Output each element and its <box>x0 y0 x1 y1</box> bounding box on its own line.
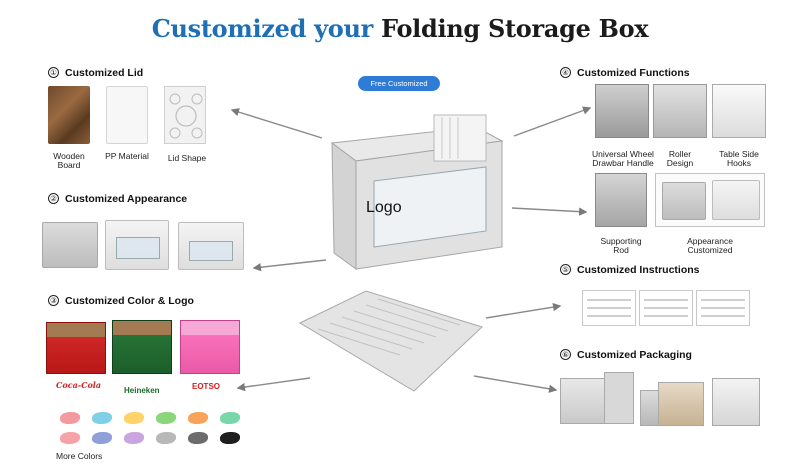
color-swatch <box>220 412 240 424</box>
caption-roller-design: Roller Design <box>666 149 694 168</box>
more-colors-label: More Colors <box>56 451 103 461</box>
section-number: ① <box>48 67 59 78</box>
table-side-hooks-image <box>712 84 766 138</box>
wooden-board-image <box>48 86 90 144</box>
gray-box <box>662 182 706 220</box>
lid-shape-image <box>164 86 206 144</box>
caption-supporting-rod: Supporting Rod <box>600 236 642 255</box>
section-title: Customized Packaging <box>577 349 692 361</box>
main-lid-drawing <box>298 290 483 392</box>
section-customized-color-logo: ③ Customized Color & Logo <box>48 295 194 307</box>
box-lid <box>47 323 105 337</box>
main-folding-box-image: Logo <box>326 113 506 273</box>
section-title: Customized Instructions <box>577 264 700 276</box>
brand-coca-cola: Coca-Cola <box>56 380 102 390</box>
section-number: ③ <box>48 295 59 306</box>
caption-lid-shape: Lid Shape <box>167 153 207 163</box>
color-swatch <box>60 432 80 444</box>
page-title: Customized your Folding Storage Box <box>0 14 800 43</box>
box-window <box>116 237 160 259</box>
white-box <box>712 180 760 220</box>
main-box-logo-text: Logo <box>366 199 402 216</box>
section-title: Customized Functions <box>577 67 690 79</box>
title-part-2: Folding Storage Box <box>381 14 649 43</box>
section-number: ④ <box>560 67 571 78</box>
packaging-white-box <box>712 378 760 426</box>
packaging-kraft-box <box>658 382 704 426</box>
section-customized-instructions: ⑤ Customized Instructions <box>560 264 700 276</box>
section-number: ⑤ <box>560 264 571 275</box>
main-lid-image <box>296 285 486 395</box>
section-title: Customized Color & Logo <box>65 295 194 307</box>
color-swatch <box>92 432 112 444</box>
color-swatch <box>60 412 80 424</box>
color-swatch <box>156 432 176 444</box>
arrow-to-appearance <box>252 259 327 272</box>
color-swatch <box>188 432 208 444</box>
arrow-to-functions <box>513 106 592 137</box>
section-customized-packaging: ⑥ Customized Packaging <box>560 349 692 361</box>
main-box-drawing <box>330 114 504 270</box>
arrow-to-instructions <box>485 302 562 319</box>
arrow-to-packaging <box>473 375 558 393</box>
section-customized-appearance: ② Customized Appearance <box>48 193 187 205</box>
caption-table-side-hooks: Table Side Hooks <box>719 149 759 168</box>
caption-universal-wheel: Universal Wheel Drawbar Handle <box>592 149 654 168</box>
color-swatch <box>124 432 144 444</box>
supporting-rod-image <box>595 173 647 227</box>
appearance-customized-image <box>655 173 765 227</box>
coca-cola-box-image <box>46 322 106 374</box>
title-part-1: Customized your <box>151 14 374 43</box>
box-window <box>189 241 233 261</box>
section-customized-functions: ④ Customized Functions <box>560 67 690 79</box>
appearance-gray-box-image <box>42 222 98 268</box>
box-lid <box>113 321 171 335</box>
brand-eotso: EOTSO <box>192 382 221 391</box>
pp-material-image <box>106 86 148 144</box>
appearance-white-wheeled-box-image <box>105 220 169 270</box>
arrow-to-functions-2 <box>511 207 588 216</box>
brand-heineken: Heineken <box>124 386 160 395</box>
instruction-sheet <box>582 290 636 326</box>
appearance-open-box-image <box>178 222 244 270</box>
arrow-to-lid <box>230 108 323 139</box>
section-title: Customized Appearance <box>65 193 188 205</box>
universal-wheel-drawbar-image <box>595 84 649 138</box>
caption-appearance-customized: Appearance Customized <box>687 236 733 255</box>
free-customized-badge: Free Customized <box>358 76 440 91</box>
color-swatch <box>188 412 208 424</box>
arrow-to-color-logo <box>236 377 311 392</box>
color-swatch <box>92 412 112 424</box>
lid-shape-pattern <box>169 93 203 139</box>
box-lid <box>181 321 239 335</box>
color-swatch <box>124 412 144 424</box>
section-number: ② <box>48 193 59 204</box>
caption-pp-material: PP Material <box>105 151 149 161</box>
color-swatch <box>156 412 176 424</box>
instruction-sheet <box>696 290 750 326</box>
caption-wooden-board: Wooden Board <box>53 151 85 170</box>
packaging-carton-side <box>604 372 634 424</box>
roller-design-image <box>653 84 707 138</box>
section-title: Customized Lid <box>65 67 144 79</box>
section-customized-lid: ① Customized Lid <box>48 67 143 79</box>
instruction-sheet <box>639 290 693 326</box>
section-number: ⑥ <box>560 349 571 360</box>
heineken-box-image <box>112 320 172 374</box>
eotso-box-image <box>180 320 240 374</box>
color-swatch <box>220 432 240 444</box>
